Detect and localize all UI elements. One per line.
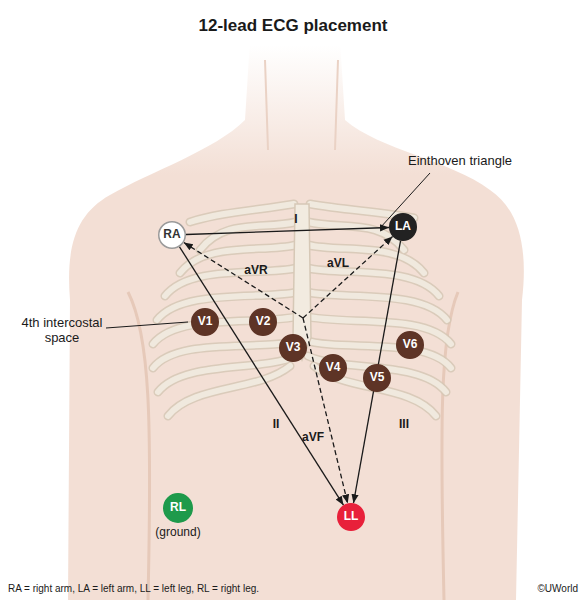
chest-electrode: V1: [191, 308, 219, 336]
ribcage: [153, 204, 451, 416]
electrode-circle: [250, 309, 277, 336]
lead-label: aVL: [327, 257, 349, 271]
augmented-lead-line: [184, 243, 303, 319]
chest-electrode: V4: [319, 354, 347, 382]
electrode-disc: V6: [396, 331, 424, 359]
copyright-note: ©UWorld: [537, 583, 578, 595]
electrode-label: V5: [370, 371, 385, 384]
electrode-disc: V1: [191, 308, 219, 336]
lead-label: I: [294, 212, 297, 226]
lead-label: III: [399, 417, 409, 431]
lead-connector: [180, 247, 344, 505]
electrode-disc: V4: [319, 354, 347, 382]
electrode-circle: [159, 222, 186, 249]
electrode-label: LL: [344, 510, 359, 523]
electrode-label: V4: [326, 361, 341, 374]
electrode-label: RA: [163, 228, 180, 241]
electrode-disc: RA: [158, 221, 186, 249]
augmented-lead-line: [303, 236, 393, 318]
electrode-label: V2: [256, 315, 271, 328]
lead-connector: [186, 227, 389, 234]
lead-label: aVR: [244, 264, 267, 278]
arm-contour: [128, 292, 150, 600]
electrode-label: V1: [198, 315, 213, 328]
electrode-circle: [397, 332, 424, 359]
electrode-circle: [164, 494, 193, 523]
chest-electrode: V2: [249, 308, 277, 336]
torso-silhouette: [68, 40, 524, 600]
electrode-label: V3: [286, 341, 301, 354]
electrode-disc: V3: [279, 334, 307, 362]
figure-caption: RA = right arm, LA = left arm, LL = left…: [8, 583, 259, 594]
electrode-circle: [338, 504, 365, 531]
leader-line: [106, 322, 188, 328]
chest-electrode: V5: [363, 364, 391, 392]
electrode-circle: [192, 309, 219, 336]
electrode-note: (ground): [155, 526, 200, 539]
lead-connector: [353, 241, 400, 503]
chest-electrode: V6: [396, 331, 424, 359]
electrode-disc: RL: [163, 493, 193, 523]
ribcage-outline: [153, 204, 451, 416]
electrode-circle: [280, 335, 307, 362]
callout-label: 4th intercostal space: [14, 316, 110, 346]
callout-label: Einthoven triangle: [408, 154, 512, 169]
electrode-circle: [390, 214, 417, 241]
limb-electrode: LL: [337, 503, 365, 531]
electrode-label: RL: [170, 501, 186, 514]
electrode-disc: V5: [363, 364, 391, 392]
electrode-label: LA: [395, 220, 411, 233]
electrode-circle: [320, 355, 347, 382]
neck-contour: [265, 60, 338, 150]
electrode-disc: LL: [337, 503, 365, 531]
limb-electrode: RA: [158, 221, 186, 249]
electrode-disc: V2: [249, 308, 277, 336]
electrode-label: V6: [403, 338, 418, 351]
lead-label: II: [273, 417, 280, 431]
lead-label: aVF: [302, 431, 324, 445]
electrode-disc: LA: [389, 213, 417, 241]
electrode-circle: [364, 365, 391, 392]
chest-electrode: V3: [279, 334, 307, 362]
ground-electrode: RL (ground): [155, 493, 200, 539]
limb-electrode: LA: [389, 213, 417, 241]
diagram-title: 12-lead ECG placement: [0, 16, 586, 36]
